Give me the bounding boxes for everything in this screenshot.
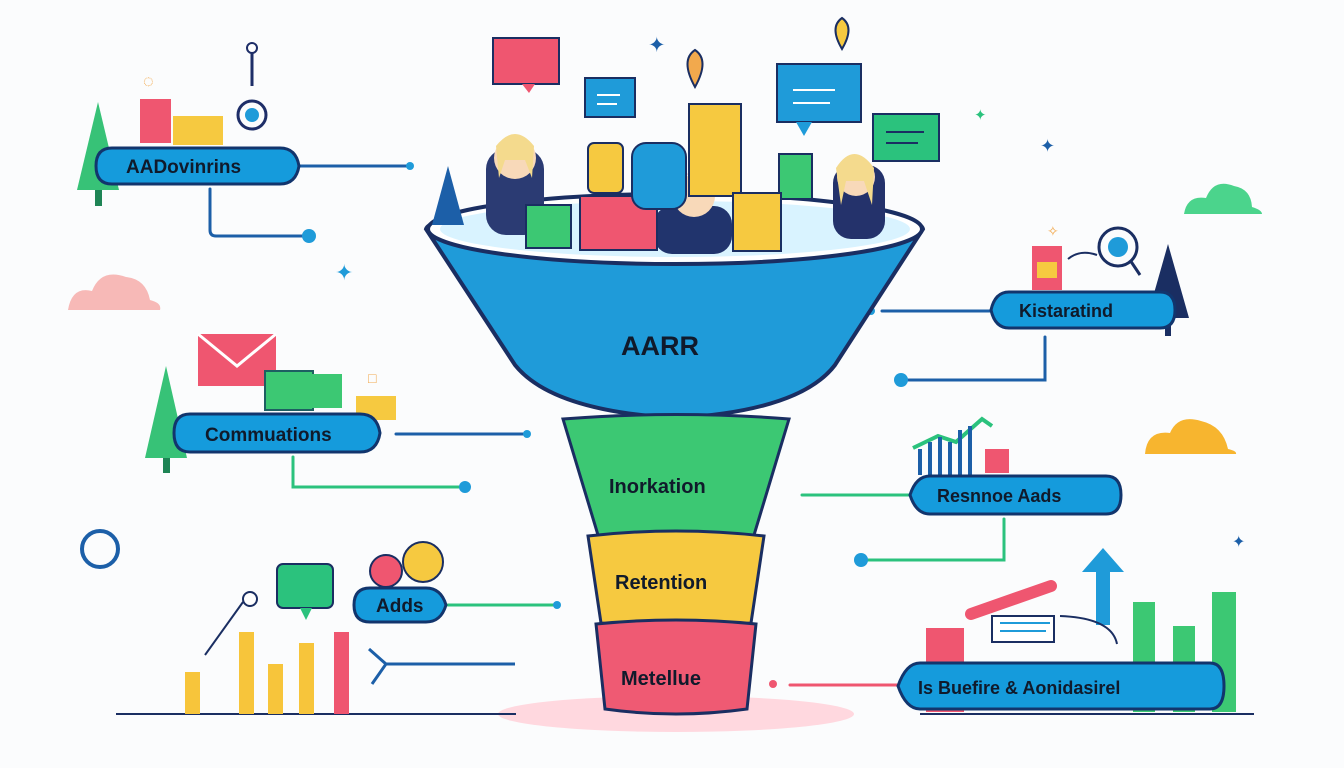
target-icon [236, 42, 268, 131]
chat-bubble-icon [584, 77, 636, 118]
funnel-stage-2-label: Inorkation [609, 476, 706, 498]
side-label-left-bottom: Adds [352, 586, 448, 624]
chart-icon [116, 591, 516, 715]
connector-dot [523, 430, 531, 438]
funnel-stage-4-label: Metellue [621, 668, 701, 690]
chat-bubble-icon [872, 113, 940, 162]
connector-dot [406, 162, 414, 170]
right-top-label-text: Kistaratind [1019, 301, 1113, 321]
chat-bubble-icon [276, 563, 334, 620]
sparkle-icon: ✧ [1047, 223, 1059, 239]
location-pin-icon [686, 16, 850, 90]
connector-dot [553, 601, 561, 609]
sparkle-icon: ✦ [1232, 534, 1245, 551]
chat-bubble-icon [264, 370, 314, 411]
mini-card-icon [140, 99, 171, 143]
arrow-up-icon [1082, 548, 1124, 625]
top-floating-icons: ✦ ✦ ✦ ✦ [335, 16, 1055, 285]
left-middle-label-text: Commuations [205, 425, 332, 446]
side-label-left-top: AADovinrins [94, 146, 301, 186]
side-label-right-bottom: Is Buefire & Aonidasirel [896, 661, 1226, 711]
connector-dot [894, 373, 908, 387]
funnel-top-label: AARR [621, 331, 699, 361]
email-icon [197, 332, 277, 386]
middle-right-chart-icon [912, 416, 1009, 475]
cloud-icon [1184, 183, 1262, 214]
mini-card-icon [173, 116, 223, 145]
funnel-stage-3-label: Retention [615, 572, 707, 594]
target-icon [1067, 226, 1142, 276]
sparkle-icon: □ [368, 370, 377, 386]
funnel-stage-red [594, 618, 758, 716]
middle-left-decor-group: □ [145, 332, 396, 473]
people-group-icon [432, 103, 885, 254]
cloud-icon [68, 274, 161, 310]
sparkle-icon: ✦ [335, 260, 353, 285]
sparkle-icon: ✦ [974, 107, 987, 124]
connector-dot [302, 229, 316, 243]
connector-dot [459, 481, 471, 493]
svg-text:◌: ◌ [143, 71, 154, 91]
left-bottom-label-text: Adds [376, 596, 424, 617]
right-middle-label-text: Resnnoe Aads [937, 486, 1061, 506]
mini-card-icon [312, 374, 342, 408]
connector-dot [769, 680, 777, 688]
side-label-left-middle: Commuations [172, 412, 382, 454]
side-label-right-middle: Resnnoe Aads [908, 474, 1123, 516]
sparkle-icon: ✦ [1040, 136, 1055, 156]
lower-left-decor-group [80, 529, 516, 715]
mini-card-icon [1037, 262, 1057, 278]
sparkle-icon: ◌ [143, 71, 154, 91]
cloud-icon [1145, 419, 1237, 454]
target-icon [80, 529, 120, 569]
chat-bubble-icon [776, 63, 862, 136]
location-pin-icon [369, 541, 444, 588]
sparkle-icon: ✦ [648, 34, 666, 57]
side-label-right-top: Kistaratind [989, 290, 1177, 330]
right-bottom-label-text: Is Buefire & Aonidasirel [918, 678, 1120, 698]
left-top-label-text: AADovinrins [126, 157, 241, 178]
chat-bubble-icon [492, 37, 560, 93]
connector-dot [854, 553, 868, 567]
